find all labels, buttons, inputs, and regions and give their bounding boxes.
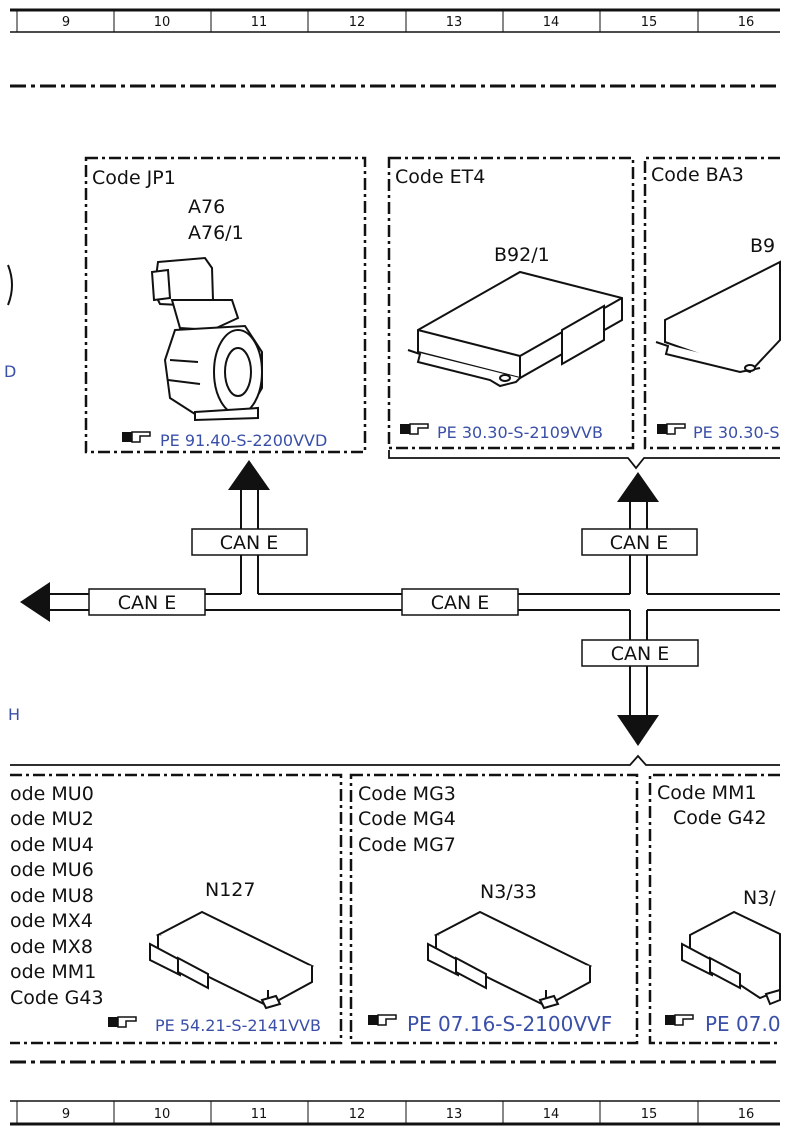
box-code-mm1: Code MM1 Code G42 N3/ PE 07.0	[648, 773, 781, 1045]
grid-col-12-bottom: 12	[349, 1107, 366, 1122]
grid-col-13: 13	[446, 15, 463, 30]
box-ba3-component: B9	[750, 235, 775, 257]
box-mu-code-3: ode MU6	[10, 859, 94, 881]
box-et4-component: B92/1	[494, 244, 550, 266]
can-label-left: CAN E	[88, 588, 206, 616]
grid-ruler-bottom: 9 10 11 12 13 14 15 16	[10, 1100, 780, 1126]
box-code-mg: Code MG3 Code MG4 Code MG7 N3/33 PE 07.1…	[349, 773, 639, 1045]
grid-col-10: 10	[154, 15, 171, 30]
grid-col-15-bottom: 15	[641, 1107, 658, 1122]
control-unit-illustration	[681, 910, 781, 1006]
box-mu-code-1: ode MU2	[10, 808, 94, 830]
grid-col-13-bottom: 13	[446, 1107, 463, 1122]
grid-col-10-bottom: 10	[154, 1107, 171, 1122]
control-unit-illustration	[427, 910, 593, 1010]
box-mu-code-2: ode MU4	[10, 834, 94, 856]
can-label-down-right: CAN E	[581, 639, 699, 667]
box-code-et4: Code ET4 B92/1 PE 30.30-S-2109VVB	[387, 156, 635, 450]
grid-col-11-bottom: 11	[251, 1107, 268, 1122]
grid-ruler-top: 9 10 11 12 13 14 15 16	[10, 8, 780, 33]
can-label-middle: CAN E	[401, 588, 519, 616]
box-mg-code-0: Code MG3	[358, 783, 456, 805]
arrow-up-et4-icon	[617, 472, 659, 502]
pointing-hand-icon	[665, 1014, 694, 1026]
box-code-mu: ode MU0 ode MU2 ode MU4 ode MU6 ode MU8 …	[10, 773, 343, 1045]
box-mu-code-0: ode MU0	[10, 783, 94, 805]
box-jp1-component-a76: A76	[188, 196, 225, 218]
box-jp1-code: Code JP1	[92, 167, 176, 189]
box-mg-code-2: Code MG7	[358, 834, 456, 856]
box-jp1-reference: PE 91.40-S-2200VVD	[160, 431, 327, 450]
box-mg-code-1: Code MG4	[358, 808, 456, 830]
box-mm1-reference: PE 07.0	[705, 1012, 781, 1036]
box-et4-reference: PE 30.30-S-2109VVB	[437, 423, 603, 442]
box-mg-reference: PE 07.16-S-2100VVF	[407, 1012, 612, 1036]
grid-col-16: 16	[738, 15, 755, 30]
grid-col-14: 14	[543, 15, 560, 30]
pointing-hand-icon	[657, 423, 686, 435]
can-label-down-right-text: CAN E	[611, 643, 670, 665]
control-unit-illustration	[407, 270, 623, 388]
group-bracket-top	[388, 450, 780, 470]
can-label-up-left-text: CAN E	[220, 532, 279, 554]
arrow-up-jp1-icon	[228, 460, 270, 490]
box-mu-code-5: ode MX4	[10, 910, 93, 932]
group-bracket-bottom	[10, 754, 780, 766]
box-ba3-code: Code BA3	[651, 164, 744, 186]
can-label-up-left: CAN E	[191, 528, 308, 556]
box-mu-reference: PE 54.21-S-2141VVB	[155, 1016, 321, 1035]
edge-fragment-h: H	[8, 705, 20, 724]
grid-col-9: 9	[62, 15, 70, 30]
box-ba3-reference: PE 30.30-S	[693, 423, 780, 442]
box-mm1-component: N3/	[743, 887, 776, 909]
box-mu-code-4: ode MU8	[10, 885, 94, 907]
box-code-jp1: Code JP1 A76 A76/1 PE 91.40-S-2200VVD	[84, 156, 367, 454]
grid-col-11: 11	[251, 15, 268, 30]
box-mu-code-6: ode MX8	[10, 936, 93, 958]
box-mm1-code-1: Code G42	[673, 807, 767, 829]
control-unit-illustration	[149, 910, 315, 1010]
pointing-hand-icon	[122, 431, 151, 443]
can-label-middle-text: CAN E	[431, 592, 490, 614]
pointing-hand-icon	[368, 1014, 397, 1026]
arrow-down-mg-icon	[617, 715, 659, 746]
control-unit-illustration	[655, 260, 781, 374]
arrow-left-icon	[20, 582, 50, 622]
actuator-illustration	[150, 256, 263, 422]
cropped-curve	[7, 264, 13, 306]
grid-col-16-bottom: 16	[738, 1107, 755, 1122]
box-jp1-component-a76-1: A76/1	[188, 222, 244, 244]
box-mm1-code-0: Code MM1	[657, 782, 757, 804]
edge-fragment-d: D	[4, 362, 16, 381]
box-mu-code-8: Code G43	[10, 987, 104, 1009]
pointing-hand-icon	[108, 1016, 137, 1028]
can-label-up-right-text: CAN E	[610, 532, 669, 554]
box-et4-code: Code ET4	[395, 166, 485, 188]
box-mu-code-7: ode MM1	[10, 961, 96, 983]
box-mg-component: N3/33	[480, 881, 537, 903]
can-label-up-right: CAN E	[581, 528, 698, 556]
box-mu-component: N127	[205, 879, 255, 901]
box-code-ba3: Code BA3 B9 PE 30.30-S	[643, 156, 781, 450]
pointing-hand-icon	[400, 423, 429, 435]
grid-col-9-bottom: 9	[62, 1107, 70, 1122]
can-label-left-text: CAN E	[118, 592, 177, 614]
grid-col-12: 12	[349, 15, 366, 30]
grid-col-15: 15	[641, 15, 658, 30]
grid-col-14-bottom: 14	[543, 1107, 560, 1122]
